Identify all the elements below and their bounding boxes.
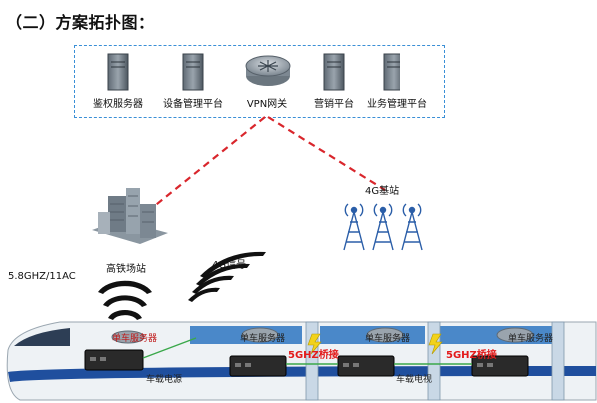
train-server-label-3: 单车服务器 <box>365 334 411 344</box>
link-vpn-to-station <box>151 116 266 209</box>
train-server-label-4: 单车服务器 <box>508 334 554 344</box>
station-label: 高铁场站 <box>106 264 146 275</box>
wifi-signal-icon <box>98 280 152 320</box>
aux-label-power: 车载电源 <box>146 375 183 385</box>
bridge-label-2: 5GHZ桥接 <box>446 350 497 361</box>
train-body <box>6 321 597 401</box>
aux-label-tv: 车载电视 <box>396 375 433 385</box>
router-icon <box>245 55 291 86</box>
server-icon <box>383 53 400 91</box>
onboard-cable <box>142 337 472 365</box>
wifi-label: 5.8GHZ/11AC <box>8 271 76 282</box>
onboard-server-icon <box>84 349 529 377</box>
server-icon <box>107 53 129 91</box>
node-label-auth: 鉴权服务器 <box>93 99 143 110</box>
node-label-marketing: 营销平台 <box>314 99 354 110</box>
server-icon <box>182 53 204 91</box>
core-icons <box>107 53 400 91</box>
station-building-icon <box>92 188 168 244</box>
node-label-business-mgmt: 业务管理平台 <box>367 99 427 110</box>
page-title: （二）方案拓扑图： <box>6 13 155 32</box>
base-station-tower-icon <box>343 203 423 251</box>
bridge-lightning-icon <box>307 333 443 355</box>
4g-signal-icon <box>188 251 266 302</box>
train-server-label-1: 单车服务器 <box>112 334 158 344</box>
core-platform-group <box>74 45 445 118</box>
bridge-label-1: 5GHZ桥接 <box>288 350 339 361</box>
link-vpn-to-base-station <box>267 116 386 191</box>
node-label-vpn: VPN网关 <box>246 99 288 110</box>
server-icon <box>323 53 345 91</box>
onboard-router-icon <box>111 327 534 344</box>
node-label-device-mgmt: 设备管理平台 <box>163 99 223 110</box>
base-station-label: 4G基站 <box>365 186 400 197</box>
train-server-label-2: 单车服务器 <box>240 334 286 344</box>
signal-4g-label: 4G信号 <box>212 260 247 271</box>
